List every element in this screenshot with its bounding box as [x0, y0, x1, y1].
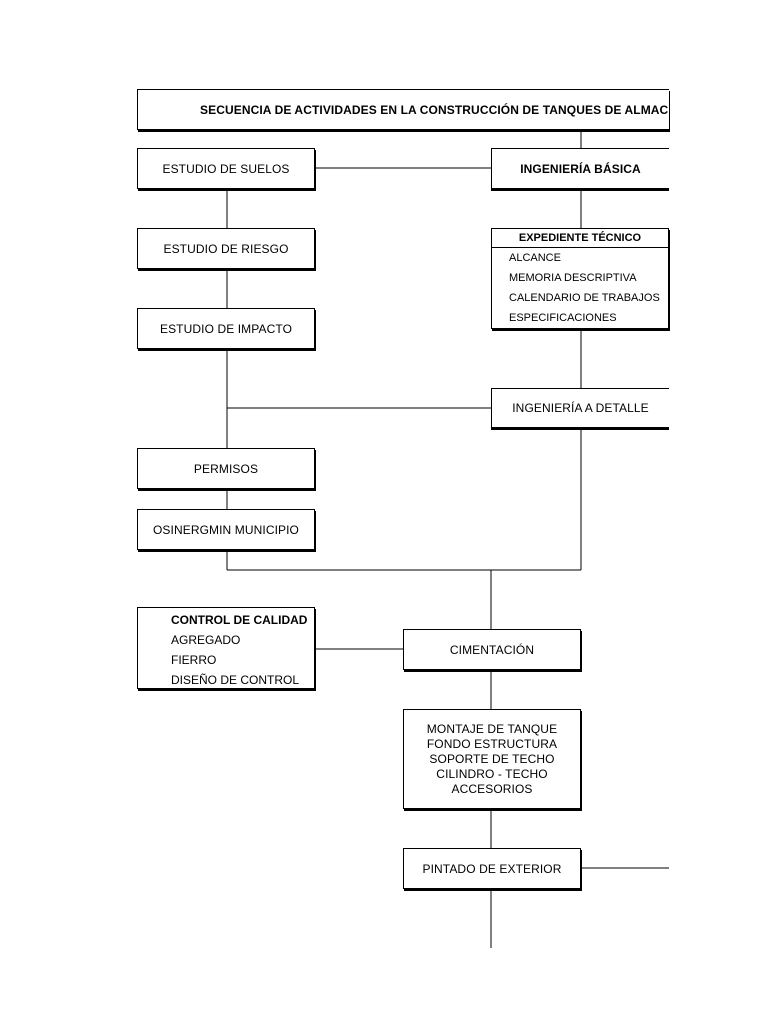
control-calidad-item: AGREGADO [171, 633, 241, 647]
estudio-impacto-label: ESTUDIO DE IMPACTO [159, 321, 293, 336]
box-expediente-tecnico: EXPEDIENTE TÉCNICO ALCANCE MEMORIA DESCR… [491, 228, 669, 329]
box-estudio-impacto: ESTUDIO DE IMPACTO [137, 308, 315, 349]
ingenieria-basica-label: INGENIERÍA BÁSICA [520, 161, 641, 176]
box-osinergmin-municipio: OSINERGMIN MUNICIPIO [137, 509, 315, 550]
cimentacion-label: CIMENTACIÓN [449, 642, 535, 657]
box-estudio-suelos: ESTUDIO DE SUELOS [137, 148, 315, 189]
ingenieria-detalle-label: INGENIERÍA A DETALLE [512, 401, 649, 415]
pintado-label: PINTADO DE EXTERIOR [422, 861, 562, 876]
osinergmin-label: OSINERGMIN MUNICIPIO [152, 522, 299, 537]
control-calidad-item: CONTROL DE CALIDAD [171, 613, 308, 627]
box-permisos: PERMISOS [137, 448, 315, 489]
expediente-item: ESPECIFICACIONES [509, 312, 617, 324]
control-calidad-item: DISEÑO DE CONTROL [171, 673, 300, 687]
expediente-item: ALCANCE [509, 252, 561, 264]
expediente-title: EXPEDIENTE TÉCNICO [492, 229, 668, 248]
expediente-item: MEMORIA DESCRIPTIVA [509, 272, 637, 284]
box-montaje-tanque: MONTAJE DE TANQUE FONDO ESTRUCTURA SOPOR… [403, 709, 581, 809]
montaje-label: MONTAJE DE TANQUE FONDO ESTRUCTURA SOPOR… [426, 721, 558, 796]
estudio-suelos-label: ESTUDIO DE SUELOS [162, 161, 290, 176]
box-pintado-exterior: PINTADO DE EXTERIOR [403, 848, 581, 889]
diagram-title: SECUENCIA DE ACTIVIDADES EN LA CONSTRUCC… [137, 89, 669, 130]
box-cimentacion: CIMENTACIÓN [403, 629, 581, 670]
estudio-riesgo-label: ESTUDIO DE RIESGO [163, 241, 289, 256]
box-ingenieria-basica: INGENIERÍA BÁSICA [491, 148, 669, 189]
box-ingenieria-detalle: INGENIERÍA A DETALLE [491, 388, 669, 428]
permisos-label: PERMISOS [193, 461, 259, 476]
box-estudio-riesgo: ESTUDIO DE RIESGO [137, 228, 315, 269]
control-calidad-item: FIERRO [171, 653, 217, 667]
expediente-item: CALENDARIO DE TRABAJOS [509, 292, 660, 304]
diagram-title-text: SECUENCIA DE ACTIVIDADES EN LA CONSTRUCC… [200, 102, 669, 117]
box-control-calidad: CONTROL DE CALIDAD AGREGADO FIERRO DISEÑ… [137, 607, 315, 689]
